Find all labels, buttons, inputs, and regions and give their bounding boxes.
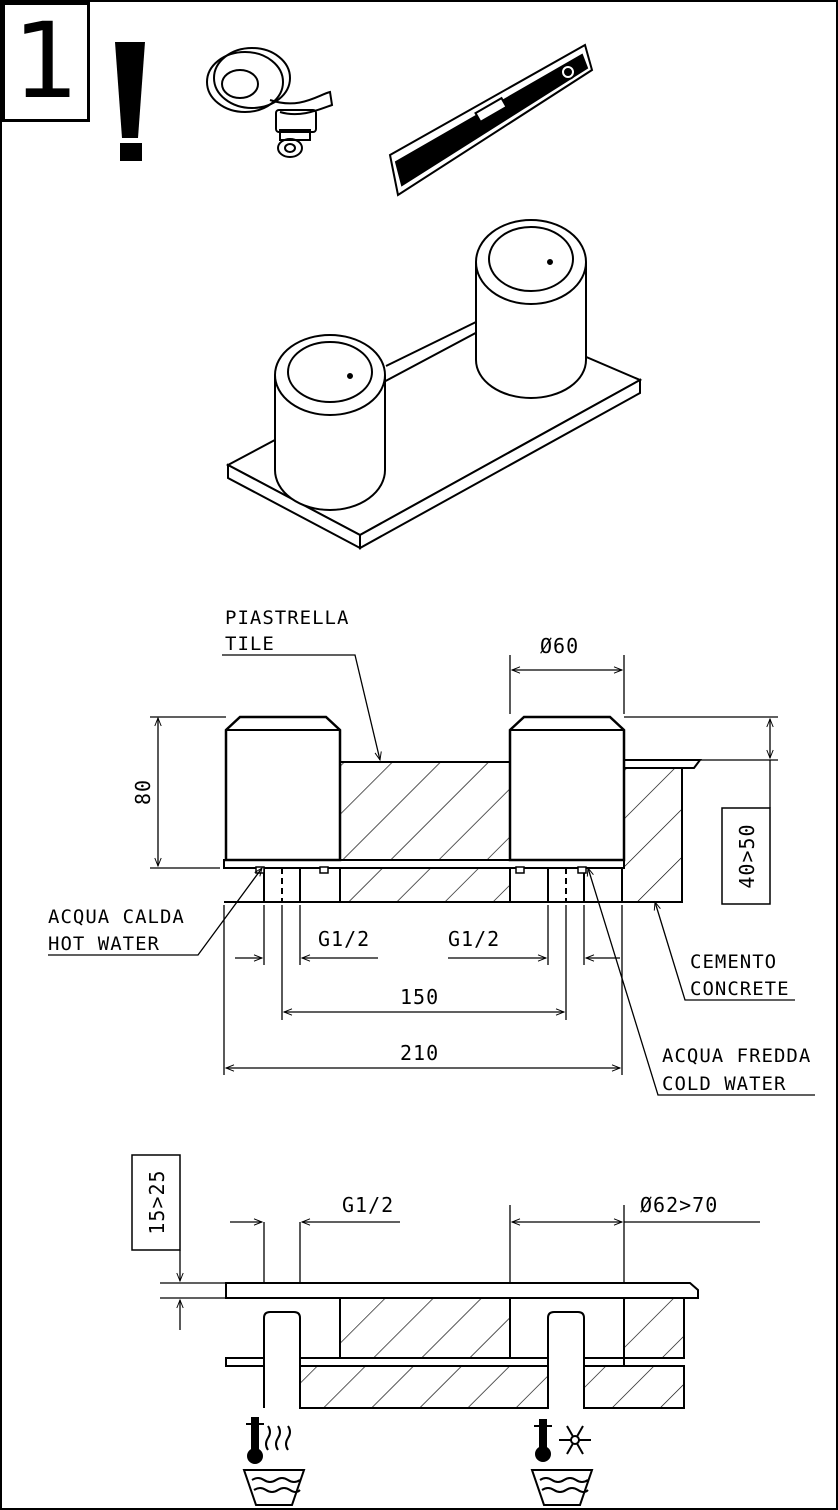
isometric-mixer-drawing (225, 219, 643, 550)
hot-water-label-it: ACQUA CALDA (48, 906, 185, 928)
section-view-drawing (131, 1154, 760, 1409)
warning-exclamation-icon (115, 42, 145, 161)
thread-right-dimension: G1/2 (448, 927, 500, 951)
teflon-tape-fitting-icon (206, 47, 334, 158)
cold-water-label-en: COLD WATER (662, 1073, 786, 1095)
hot-water-label-en: HOT WATER (48, 933, 160, 955)
step-number: 1 (2, 2, 90, 122)
height-dimension: 80 (131, 779, 155, 805)
spirit-level-icon (388, 43, 594, 197)
concrete-label-it: CEMENTO (690, 951, 777, 973)
section-thread-dimension: G1/2 (342, 1193, 394, 1217)
front-view-drawing (48, 654, 815, 1096)
tile-label-en: TILE (225, 633, 275, 655)
distance-150-dimension: 150 (400, 985, 439, 1009)
hot-water-icon (242, 1417, 306, 1506)
section-diameter-range-dimension: Ø62>70 (640, 1193, 718, 1217)
cold-water-icon (530, 1419, 594, 1506)
tile-label-it: PIASTRELLA (225, 607, 349, 629)
depth-range-dimension: 40>50 (735, 823, 759, 888)
cold-water-label-it: ACQUA FREDDA (662, 1045, 811, 1067)
thread-left-dimension: G1/2 (318, 927, 370, 951)
section-depth-range-dimension: 15>25 (145, 1169, 169, 1234)
concrete-label-en: CONCRETE (690, 978, 790, 1000)
diameter-dimension: Ø60 (540, 634, 579, 658)
distance-210-dimension: 210 (400, 1041, 439, 1065)
